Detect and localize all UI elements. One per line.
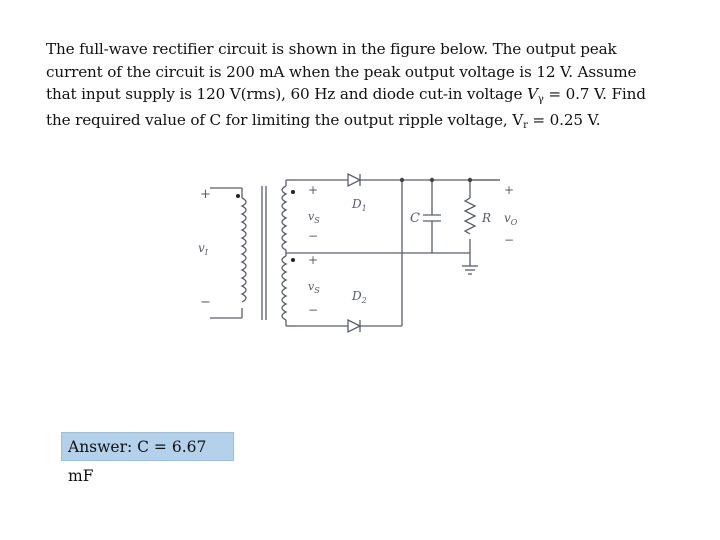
resistor bbox=[463, 180, 477, 253]
secondary-dot-top bbox=[291, 190, 295, 194]
diode-d2 bbox=[347, 318, 362, 334]
problem-line-4: the required value of C for limiting the… bbox=[46, 110, 601, 131]
secondary-winding bbox=[281, 179, 306, 327]
problem-line-2: current of the circuit is 200 mA when th… bbox=[46, 62, 637, 81]
vo-plus: + bbox=[504, 183, 514, 197]
vs1-minus: − bbox=[308, 229, 318, 243]
vs2-minus: − bbox=[308, 303, 318, 317]
d2-label: D2 bbox=[351, 289, 367, 305]
primary-dot bbox=[236, 194, 240, 198]
vi-minus: − bbox=[200, 295, 211, 310]
vs2-plus: + bbox=[308, 253, 318, 267]
vi-label: vI bbox=[198, 241, 209, 257]
answer-box: Answer: C = 6.67 mF bbox=[61, 432, 234, 485]
r-label: R bbox=[481, 211, 491, 225]
vo-label: vO bbox=[504, 211, 518, 227]
vs1-label: vS bbox=[308, 210, 320, 225]
diode-d1 bbox=[347, 172, 362, 188]
capacitor bbox=[423, 180, 441, 253]
ground-symbol bbox=[462, 253, 478, 275]
vs2-label: vS bbox=[308, 280, 320, 295]
problem-statement: The full-wave rectifier circuit is shown… bbox=[46, 38, 696, 134]
vs1-plus: + bbox=[308, 183, 318, 197]
problem-line-3: that input supply is 120 V(rms), 60 Hz a… bbox=[46, 85, 646, 105]
vi-plus: + bbox=[200, 187, 211, 202]
c-label: C bbox=[410, 211, 420, 226]
d1-label: D1 bbox=[351, 197, 367, 213]
secondary-dot-bottom bbox=[291, 258, 295, 262]
vo-minus: − bbox=[504, 233, 514, 247]
junction-dot bbox=[429, 177, 435, 183]
rectifier-circuit-diagram: + − vI + − vS + − vS D1 D2 C R + vO − bbox=[190, 168, 530, 338]
junction-dot bbox=[467, 177, 473, 183]
junction-dot bbox=[399, 177, 405, 183]
problem-line-1: The full-wave rectifier circuit is shown… bbox=[46, 40, 617, 58]
primary-winding bbox=[210, 187, 247, 319]
